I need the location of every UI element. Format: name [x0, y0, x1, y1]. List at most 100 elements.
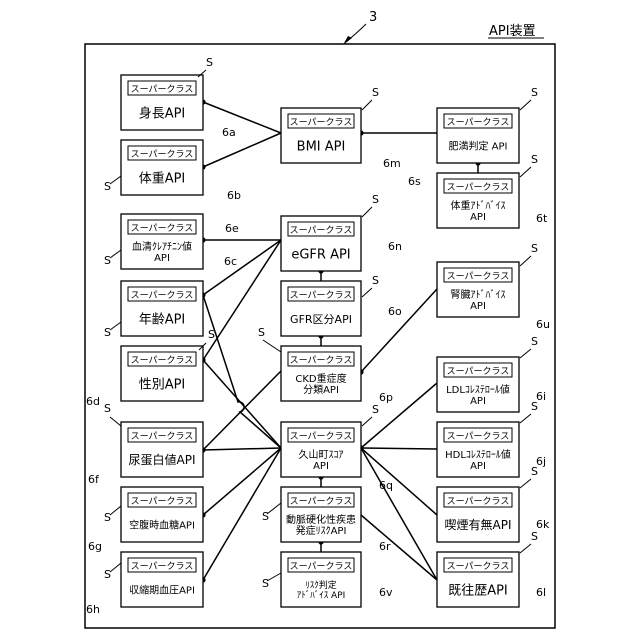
superclass-label: スーパークラス [131, 84, 194, 95]
s-label: S [531, 335, 538, 348]
s-leader-line [362, 207, 372, 217]
s-label: S [208, 328, 215, 341]
superclass-label: スーパークラス [447, 431, 510, 442]
s-leader-line [110, 417, 121, 426]
api-module-6e: スーパークラス血清ｸﾚｱﾁﾆﾝ値APIS6e [104, 214, 239, 269]
superclass-label: スーパークラス [131, 431, 194, 442]
reference-numeral: 6n [388, 240, 402, 253]
s-label: S [531, 153, 538, 166]
superclass-label: スーパークラス [131, 290, 194, 301]
api-module-6h: スーパークラス収縮期血圧APIS6h [86, 552, 203, 616]
module-name: eGFR API [291, 248, 350, 263]
reference-numeral: 6e [225, 222, 239, 235]
connection-6c-6q [203, 295, 281, 448]
superclass-label: スーパークラス [131, 355, 194, 366]
superclass-label: スーパークラス [131, 496, 194, 507]
api-module-6p: スーパークラスCKD重症度分類APIS6p [258, 326, 393, 404]
module-name: 肥満判定 API [449, 140, 508, 153]
superclass-label: スーパークラス [447, 117, 510, 128]
s-leader-line [110, 250, 121, 258]
s-label: S [104, 254, 111, 267]
s-leader-line [263, 340, 281, 352]
superclass-label: スーパークラス [131, 561, 194, 572]
reference-numeral: 6f [88, 473, 100, 486]
module-name: 性別API [139, 378, 186, 393]
module-name: API [313, 461, 329, 472]
reference-numeral: 6m [383, 157, 401, 170]
api-module-6u: スーパークラス腎臓ｱﾄﾞﾊﾞｲｽAPIS6u [437, 242, 550, 331]
superclass-label: スーパークラス [447, 271, 510, 282]
superclass-label: スーパークラス [290, 117, 353, 128]
superclass-label: スーパークラス [290, 225, 353, 236]
s-label: S [104, 568, 111, 581]
reference-numeral: 6r [379, 540, 391, 553]
figure-number: 3 [369, 10, 377, 25]
s-leader-line [110, 506, 121, 515]
s-leader-line [110, 322, 121, 330]
connection-6r-6l [361, 515, 437, 580]
module-name: 尿蛋白値API [129, 452, 196, 467]
reference-numeral: 6d [86, 395, 100, 408]
module-name: 喫煙有無API [445, 517, 512, 532]
module-name: 発症ﾘｽｸAPI [296, 524, 347, 537]
s-label: S [262, 510, 269, 523]
module-name: 腎臓ｱﾄﾞﾊﾞｲｽ [451, 289, 506, 301]
module-name: 血清ｸﾚｱﾁﾆﾝ値 [132, 240, 192, 253]
api-module-6t: スーパークラス体重ｱﾄﾞﾊﾞｲｽAPIS6t [437, 153, 548, 228]
reference-numeral: 6b [227, 189, 241, 202]
s-label: S [104, 402, 111, 415]
module-name: API [470, 461, 486, 472]
connection-6q-6k [361, 448, 437, 515]
s-leader-line [520, 100, 531, 110]
s-leader-line [267, 573, 281, 581]
module-name: 空腹時血糖API [129, 519, 195, 532]
s-label: S [531, 86, 538, 99]
api-module-6i: スーパークラスLDLｺﾚｽﾃﾛｰﾙ値APIS6i [437, 335, 546, 412]
connection-6d-6q [203, 360, 281, 448]
module-name: 分類API [303, 384, 339, 396]
superclass-label: スーパークラス [131, 223, 194, 234]
reference-numeral: 6l [536, 586, 546, 599]
module-name: 年齢API [139, 313, 186, 328]
s-label: S [531, 465, 538, 478]
s-leader-line [362, 288, 372, 297]
reference-numeral: 6u [536, 318, 550, 331]
s-leader-line [110, 563, 121, 572]
s-label: S [372, 86, 379, 99]
module-name: 動脈硬化性疾患 [286, 513, 356, 526]
api-module-6d: スーパークラス性別API S 6d [86, 328, 215, 408]
s-leader-line [520, 414, 531, 423]
s-leader-line [267, 503, 281, 514]
superclass-label: スーパークラス [290, 290, 353, 301]
connection-6a-6m [203, 102, 281, 133]
superclass-label: スーパークラス [447, 182, 510, 193]
connection-6h-6q [203, 448, 281, 580]
module-name: HDLｺﾚｽﾃﾛｰﾙ値 [445, 448, 511, 461]
s-leader-line [520, 256, 531, 266]
connection-6g-6q [203, 448, 281, 515]
reference-numeral: 6s [408, 175, 421, 188]
module-name: 久山町ｽｺｱ [299, 449, 344, 461]
connection-6p-6u [361, 289, 437, 372]
module-name: LDLｺﾚｽﾃﾛｰﾙ値 [446, 383, 510, 396]
api-module-6v: スーパークラスﾘｽｸ判定ｱﾄﾞﾊﾞｲｽ APIS6v [262, 552, 393, 607]
reference-numeral: 6v [379, 586, 393, 599]
reference-numeral: 6g [88, 540, 102, 553]
module-name: BMI API [297, 140, 346, 155]
module-name: API [470, 301, 486, 312]
connection-6b-6m [203, 133, 281, 167]
reference-numeral: 6o [388, 305, 402, 318]
module-name: 身長API [139, 106, 186, 122]
connection-6d-6n [203, 240, 281, 360]
module-name: 既往歴API [448, 584, 508, 599]
s-leader-line [520, 479, 531, 488]
reference-numeral: 6t [536, 212, 548, 225]
api-device-title: API装置 [489, 24, 536, 39]
s-leader-line [520, 544, 531, 553]
reference-numeral: 6q [379, 479, 393, 492]
s-label: S [206, 56, 213, 69]
api-modules: スーパークラス身長APIS6aスーパークラス体重APIS6bスーパークラス血清ｸ… [86, 56, 550, 616]
api-module-6o: スーパークラスGFR区分APIS6o [281, 274, 402, 336]
module-name: API [470, 212, 486, 223]
